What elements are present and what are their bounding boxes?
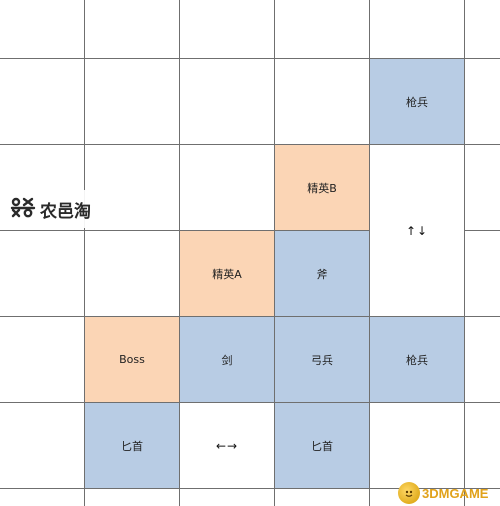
cell-spearman-top[interactable]: 枪兵 [370, 59, 464, 144]
grid-line [274, 0, 275, 506]
cell-label: 斧 [316, 267, 328, 281]
grid-line [84, 0, 85, 506]
watermark-text: 农邑淘 [40, 201, 91, 222]
cell-label: 精英A [212, 267, 242, 281]
cell-elite-a[interactable]: 精英A [180, 231, 274, 316]
grid-line [0, 144, 500, 145]
grid-line [0, 316, 500, 317]
watermark-right: 3DMGAME [398, 482, 500, 504]
watermark-left: 农邑淘 [0, 190, 158, 228]
cell-elite-b[interactable]: 精英B [275, 145, 369, 230]
cell-label: 匕首 [121, 439, 143, 453]
grid-line [179, 0, 180, 506]
cell-axe[interactable]: 斧 [275, 231, 369, 316]
brand-text: 3DMGAME [422, 485, 489, 501]
cell-label: 剑 [221, 353, 233, 367]
cell-label: 精英B [307, 181, 337, 195]
cell-sword[interactable]: 剑 [180, 317, 274, 402]
cell-boss[interactable]: Boss [85, 317, 179, 402]
cell-label: 弓兵 [311, 353, 333, 367]
cell-dagger-left[interactable]: 匕首 [85, 403, 179, 488]
cell-dagger-right[interactable]: 匕首 [275, 403, 369, 488]
cell-archer[interactable]: 弓兵 [275, 317, 369, 402]
cell-vertical-move[interactable]: ↑↓ [369, 144, 465, 317]
grid-line [0, 58, 500, 59]
cell-label: 匕首 [311, 439, 333, 453]
cell-label: 枪兵 [406, 95, 428, 109]
cell-label: Boss [119, 353, 145, 366]
left-right-arrow-icon: ←→ [215, 438, 239, 453]
cell-horizontal-move[interactable]: ←→ [179, 402, 275, 489]
cell-spearman-bottom[interactable]: 枪兵 [370, 317, 464, 402]
mascot-icon [398, 482, 420, 504]
watermark-logo-icon [10, 197, 36, 218]
grid-line [0, 230, 500, 231]
up-down-arrow-icon: ↑↓ [405, 223, 429, 238]
cell-label: 枪兵 [406, 353, 428, 367]
